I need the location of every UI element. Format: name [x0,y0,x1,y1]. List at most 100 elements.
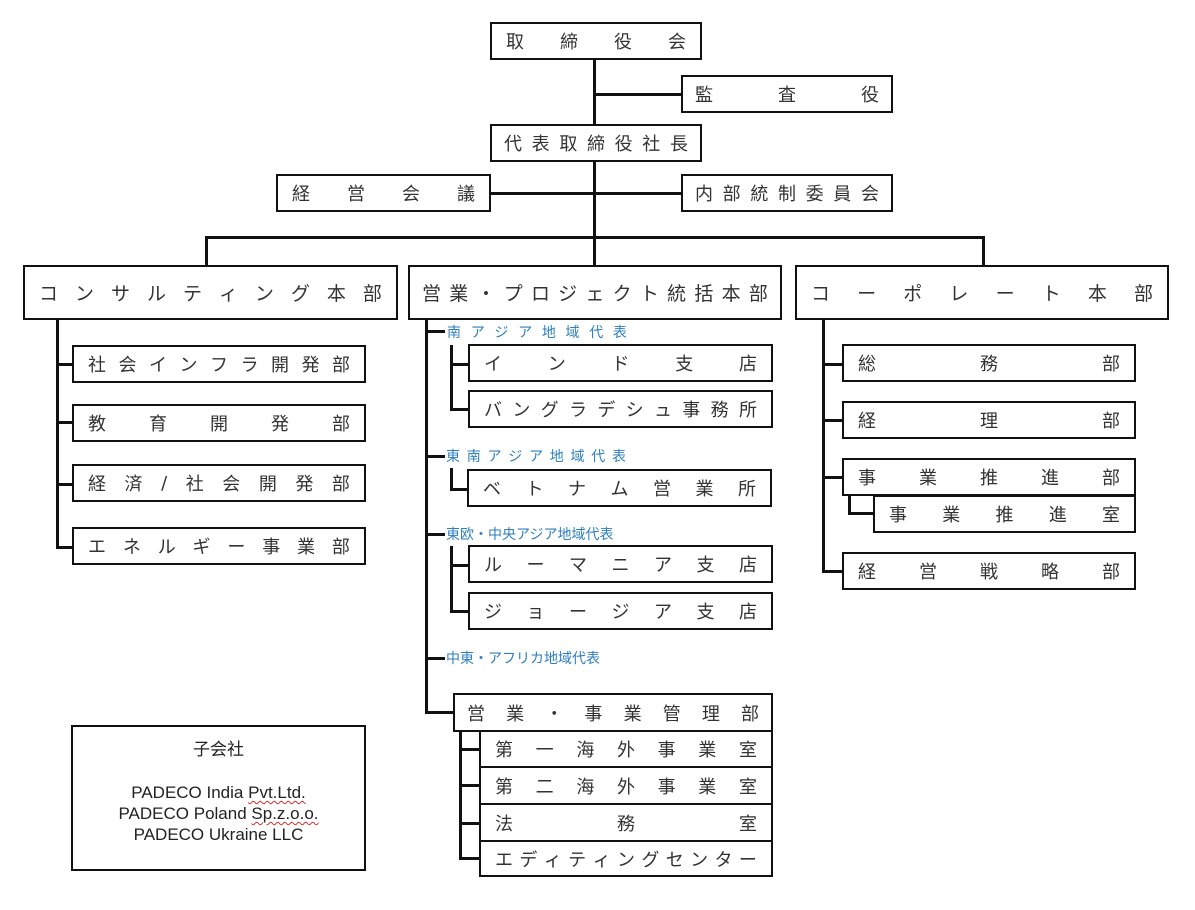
connector-line [450,408,470,411]
label-char: 部 [748,283,768,305]
label-char: 事 [262,537,281,558]
region-eastern-europe-central-asia: 東欧・中央アジア地域代表 [446,527,614,543]
label-char: 外 [616,776,635,798]
connector-line [56,318,59,548]
label-char: 括 [694,283,714,305]
label-char: ト [1041,283,1061,305]
label-char: ト [525,479,544,500]
label-char: 代 [589,325,604,341]
label-char: ア [654,555,672,576]
label-char: 所 [738,479,756,500]
room-editing-center: エディティングセンター [479,840,773,877]
label-char: ン [616,849,635,871]
label-char: 外 [616,740,635,761]
connector-line [56,421,73,424]
connector-line [425,533,445,536]
label-char: 社 [88,355,106,376]
connector-line [205,236,208,266]
label-char: ロ [530,283,550,305]
label-char: 事 [657,740,676,761]
connector-line [205,236,985,239]
connector-line [450,610,470,613]
label-char: 進 [1041,468,1059,489]
connector-line [56,363,73,366]
label-char: ア [518,325,533,341]
label-char: ェ [585,283,605,305]
label-char: 室 [739,813,757,835]
office-bangladesh: バングラデシュ事務所 [468,390,773,428]
label-char: ョ [526,602,545,623]
label-char: ィ [543,849,562,871]
connector-line [56,483,73,486]
label-char: 業 [698,776,717,798]
label-char: 業 [698,740,717,761]
label-char: 査 [778,85,796,106]
connector-line [593,57,596,127]
region-middle-east-africa: 中東・アフリカ地域代表 [446,651,600,667]
label-char: ポ [903,283,923,305]
label-char: 経 [88,474,106,495]
dept-general-affairs: 総務部 [842,344,1136,382]
dept-management-strategy: 経営戦略部 [842,552,1136,590]
subsidiary-item: PADECO Ukraine LLC [133,825,304,844]
label-char: エ [495,849,513,871]
label-char: 部 [332,414,350,435]
connector-line [459,748,481,751]
label-char: 役 [614,134,633,155]
label-char: グ [540,400,559,421]
label-char: ジ [508,449,523,465]
label-char: 役 [614,32,632,53]
subsidiary-item: PADECO India Pvt.Ltd. [131,783,306,802]
label-char: ー [995,283,1015,305]
label-char: ジ [484,602,502,623]
label-char: デ [597,400,616,421]
label-char: 本 [721,283,741,305]
label-char: 経 [292,184,310,205]
label-char: ・ [476,283,496,305]
label-char: 業 [506,703,525,725]
connector-line [450,363,470,366]
label-char: バ [484,400,502,421]
consulting-division-box: コンサルティング本部 [23,265,398,320]
label-char: フ [210,355,228,376]
label-char: プ [503,283,523,305]
label-char: 務 [980,354,998,375]
connector-line [822,318,825,572]
label-char: 開 [271,355,289,376]
sales-project-division-box: 営業・プロジェクト統括本部 [408,265,782,320]
label-char: 開 [258,474,277,495]
connector-line [593,162,596,265]
room-overseas-2: 第二海外事業室 [479,766,773,805]
label-char: 長 [669,134,688,155]
label-char: サ [110,283,130,305]
label-char: 取 [559,134,578,155]
label-char: 店 [739,555,757,576]
label-char: 開 [210,414,228,435]
label-char: 議 [457,184,475,205]
sales-admin-dept-box: 営業・事業管理部 [453,693,773,732]
management-council-box: 経営会議 [276,174,491,212]
dept-education: 教育開発部 [72,404,366,442]
office-india: インド支店 [468,344,773,382]
label-char: ジ [494,325,509,341]
label-char: 進 [1048,505,1067,526]
label-char: 支 [675,354,694,375]
label-char: 本 [1087,283,1107,305]
label-char: 統 [750,184,769,205]
connector-line [450,546,453,611]
label-char: ク [612,283,632,305]
label-char: 営 [422,283,442,305]
label-char: 役 [861,85,879,106]
label-char: 済 [124,474,143,495]
label-char: 部 [332,355,350,376]
label-char: ル [484,555,502,576]
label-char: 部 [362,283,382,305]
label-char: 社 [185,474,204,495]
label-char: 部 [331,537,350,558]
label-char: ジ [558,283,578,305]
dept-business-promotion: 事業推進部 [842,458,1136,496]
label-char: 部 [722,184,741,205]
connector-line [450,468,453,490]
label-char: 育 [149,414,167,435]
label-char: 教 [88,414,106,435]
